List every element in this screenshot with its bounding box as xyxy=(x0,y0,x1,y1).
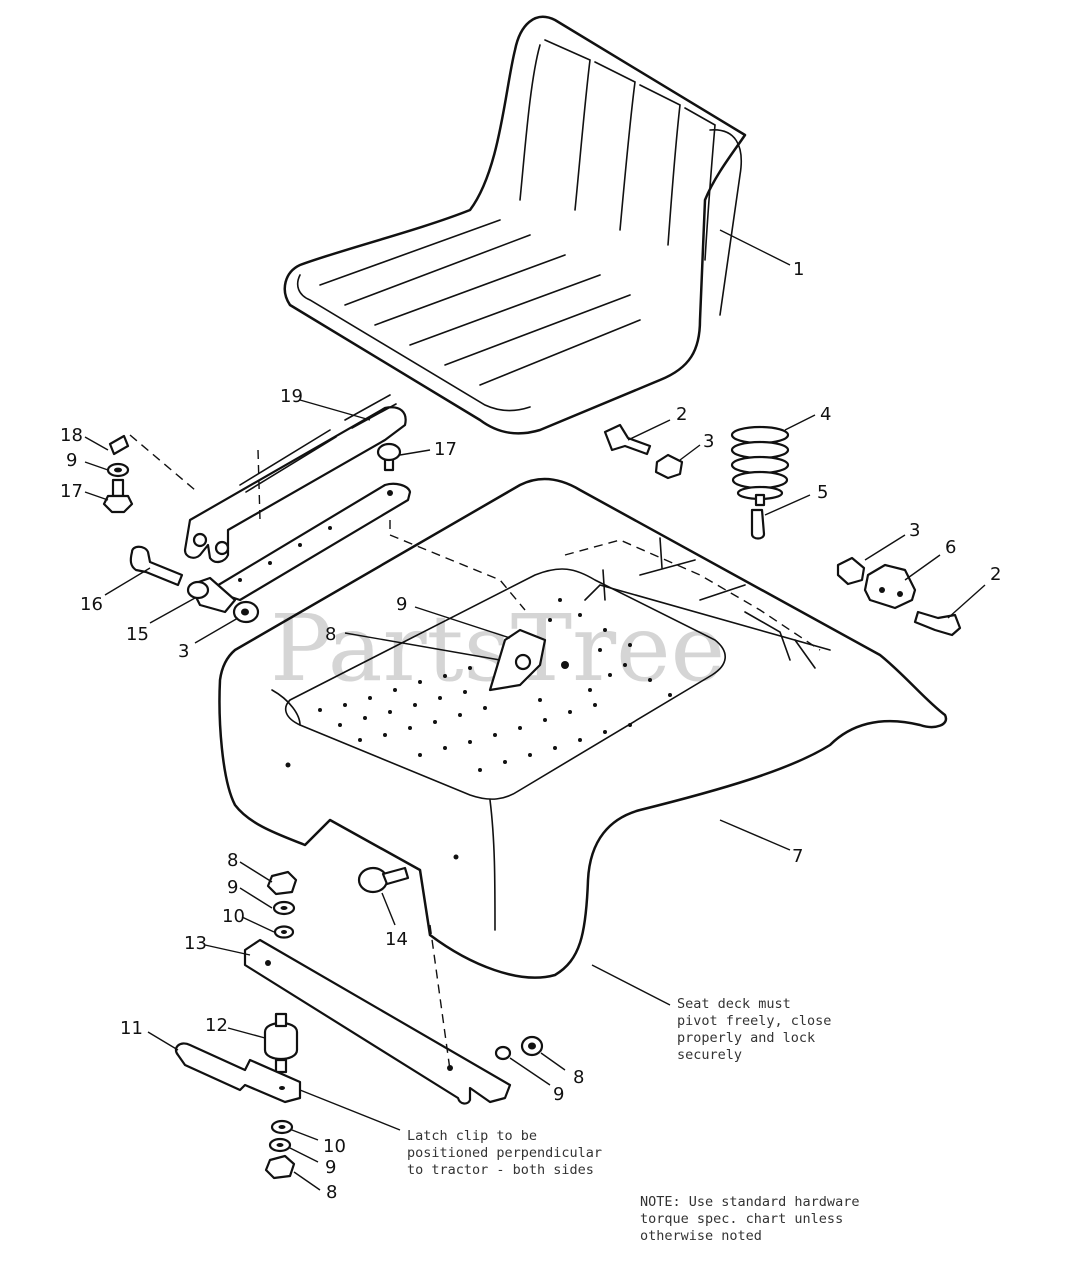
callout-3-right: 3 xyxy=(909,520,920,541)
callout-17-upper: 17 xyxy=(434,439,457,460)
note-latch-clip: Latch clip to be positioned perpendicula… xyxy=(407,1128,602,1178)
svg-text:properly and lock: properly and lock xyxy=(677,1030,815,1046)
callout-6: 6 xyxy=(945,537,956,558)
callout-9-center: 9 xyxy=(396,594,407,615)
callout-15: 15 xyxy=(126,624,149,645)
callout-2-right: 2 xyxy=(990,564,1001,585)
svg-text:pivot freely, close: pivot freely, close xyxy=(677,1013,831,1029)
callout-14: 14 xyxy=(385,929,408,950)
callout-1: 1 xyxy=(793,259,804,280)
callout-labels: 1 2 3 4 5 3 6 2 19 17 18 9 17 16 15 3 9 … xyxy=(60,259,1001,1203)
callout-17-left: 17 xyxy=(60,481,83,502)
callout-11: 11 xyxy=(120,1018,143,1039)
callout-9-upper: 9 xyxy=(227,877,238,898)
callout-3: 3 xyxy=(703,431,714,452)
callout-3-left: 3 xyxy=(178,641,189,662)
callout-12: 12 xyxy=(205,1015,228,1036)
assembly-lines xyxy=(129,434,526,1071)
hinge-bracket-part xyxy=(183,394,412,602)
callout-10-lower: 10 xyxy=(323,1136,346,1157)
seat-part xyxy=(283,15,747,435)
callout-8-upper: 8 xyxy=(227,850,238,871)
spring-part xyxy=(730,425,790,507)
callout-8-right: 8 xyxy=(573,1067,584,1088)
svg-text:NOTE: Use standard hardware: NOTE: Use standard hardware xyxy=(640,1194,859,1210)
callout-7: 7 xyxy=(792,846,803,867)
svg-text:securely: securely xyxy=(677,1047,742,1063)
callout-19: 19 xyxy=(280,386,303,407)
svg-text:Seat deck must: Seat deck must xyxy=(677,996,791,1012)
callout-2: 2 xyxy=(676,404,687,425)
note-hardware: NOTE: Use standard hardware torque spec.… xyxy=(640,1194,859,1244)
callout-8-lower: 8 xyxy=(326,1182,337,1203)
svg-text:Latch clip to be: Latch clip to be xyxy=(407,1128,537,1144)
callout-5: 5 xyxy=(817,482,828,503)
svg-text:positioned perpendicular: positioned perpendicular xyxy=(407,1145,602,1161)
note-seat-deck: Seat deck must pivot freely, close prope… xyxy=(677,996,831,1063)
svg-text:torque spec. chart unless: torque spec. chart unless xyxy=(640,1211,843,1227)
callout-9-left: 9 xyxy=(66,450,77,471)
hardware-parts xyxy=(102,423,962,1180)
callout-9-right: 9 xyxy=(553,1084,564,1105)
leader-lines xyxy=(84,229,986,1191)
callout-4: 4 xyxy=(820,404,831,425)
callout-10-upper: 10 xyxy=(222,906,245,927)
callout-9-lower: 9 xyxy=(325,1157,336,1178)
seat-deck-part xyxy=(218,477,948,979)
callout-18: 18 xyxy=(60,425,83,446)
callout-8-center: 8 xyxy=(325,624,336,645)
callout-13: 13 xyxy=(184,933,207,954)
callout-16: 16 xyxy=(80,594,103,615)
svg-text:to tractor - both sides: to tractor - both sides xyxy=(407,1162,594,1178)
svg-text:otherwise noted: otherwise noted xyxy=(640,1228,762,1244)
